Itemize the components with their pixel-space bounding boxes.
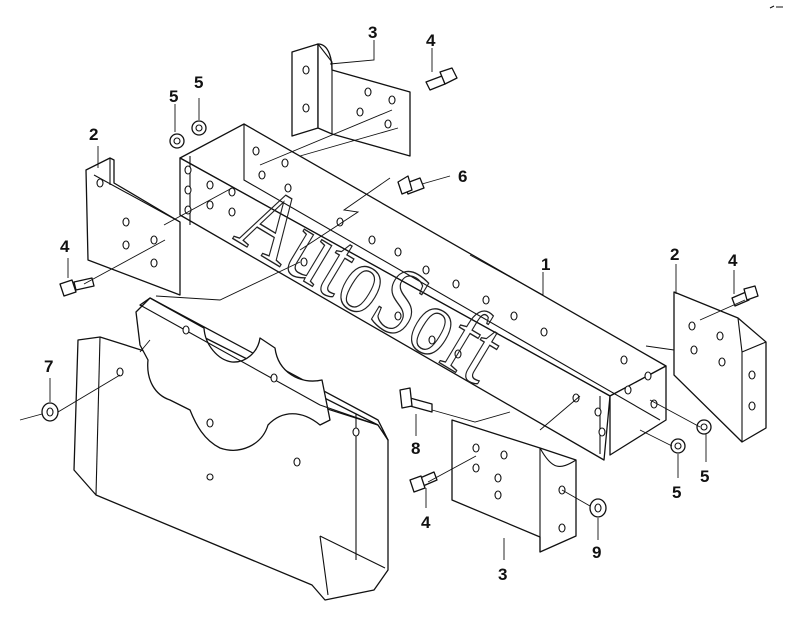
corner-mark (769, 5, 783, 9)
callout-5-bottom-left: 5 (672, 483, 681, 502)
bolt-4-right (731, 285, 759, 307)
nut-7 (41, 402, 59, 422)
nut-5-top-right (191, 120, 207, 136)
nut-5-right-right (696, 419, 712, 435)
bolt-8 (399, 387, 433, 413)
callout-4-top: 4 (426, 31, 436, 50)
bolt-6 (397, 175, 425, 195)
bolt-4-left (59, 277, 95, 297)
callout-8: 8 (411, 439, 420, 458)
part-main-beam (179, 123, 667, 461)
part-u-guard (73, 297, 389, 601)
callout-3-top: 3 (368, 23, 377, 42)
nut-5-right-left (670, 438, 686, 454)
callout-7: 7 (44, 357, 53, 376)
callout-9: 9 (592, 543, 601, 562)
callout-2-left: 2 (89, 125, 98, 144)
part-angle-bracket-top (291, 43, 411, 157)
bolt-4-top (425, 67, 458, 91)
nut-9 (589, 498, 607, 518)
callout-4-bottom: 4 (421, 513, 431, 532)
callout-4-right: 4 (728, 251, 738, 270)
part-side-plate-right (673, 291, 767, 443)
callout-4-left: 4 (60, 237, 70, 256)
callout-5-bottom-right: 5 (700, 467, 709, 486)
callout-2-right: 2 (670, 245, 679, 264)
callout-3-bottom: 3 (498, 565, 507, 584)
part-side-plate-left (85, 157, 181, 296)
bolt-4-bottom (409, 471, 438, 493)
leader-lines (19, 40, 746, 560)
callout-5-top-left: 5 (169, 87, 178, 106)
callout-5-top-right: 5 (194, 73, 203, 92)
callout-1: 1 (541, 255, 550, 274)
part-angle-bracket-bottom (451, 419, 577, 553)
nut-5-top-left (169, 133, 185, 149)
callout-6: 6 (458, 167, 467, 186)
callout-labels: 3 4 5 5 2 6 4 1 2 4 7 8 5 5 4 3 9 (44, 23, 738, 584)
